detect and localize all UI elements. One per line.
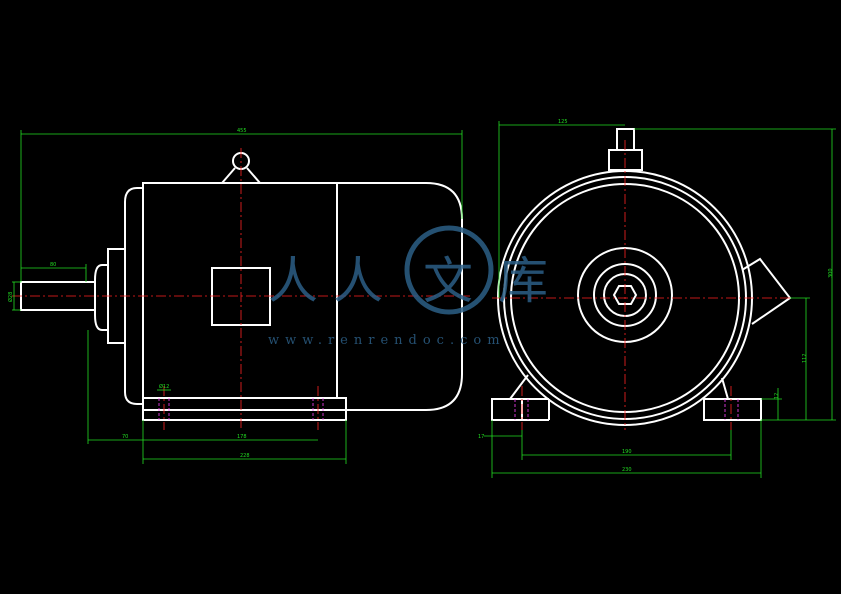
watermark-char-1: 人 xyxy=(268,252,318,310)
motor-front-view xyxy=(491,128,792,430)
left-foot xyxy=(491,374,529,421)
dim-foot-thickness: 12 xyxy=(774,393,780,399)
watermark-char-4: 库 xyxy=(498,252,548,310)
watermark-ring xyxy=(404,225,494,315)
dim-foot-hole-spacing-front: 190 xyxy=(622,449,632,455)
right-foot xyxy=(703,377,762,421)
dim-shaft-length: 80 xyxy=(50,262,56,268)
watermark-url: www.renrendoc.com xyxy=(268,333,506,348)
watermark-char-2: 人 xyxy=(333,252,383,310)
dim-foot-hole-offset: 17 xyxy=(478,434,484,440)
top-boss xyxy=(608,149,643,171)
dim-shaft-center-height: 112 xyxy=(802,353,808,363)
shaft-shoulder xyxy=(94,264,108,331)
motor-side-view xyxy=(12,148,470,430)
dim-foot-hole-spacing: 178 xyxy=(237,434,247,440)
shaft-hex xyxy=(612,285,638,305)
watermark-char-3: 文 xyxy=(423,252,473,310)
dim-overall-length: 455 xyxy=(237,128,247,134)
dim-half-width: 125 xyxy=(558,119,568,125)
dim-overall-height: 300 xyxy=(828,268,834,278)
watermark: 人 人 文 库 www.renrendoc.com xyxy=(268,225,548,348)
side-view-dimensions: 455 80 Ø28 Ø12 70 178 228 xyxy=(7,128,463,464)
dim-foot-hole-width: Ø12 xyxy=(159,383,169,390)
top-key xyxy=(616,128,635,151)
dim-base-width: 230 xyxy=(622,467,632,473)
dim-shaft-to-foot-hole: 70 xyxy=(122,434,128,440)
dim-base-length: 228 xyxy=(240,453,250,459)
side-junction-box xyxy=(741,257,792,325)
dim-shaft-diameter: Ø28 xyxy=(7,292,14,302)
motor-base xyxy=(142,397,347,421)
front-view-dimensions: 125 300 112 12 17 190 230 xyxy=(478,119,836,478)
motor-body xyxy=(142,182,463,411)
